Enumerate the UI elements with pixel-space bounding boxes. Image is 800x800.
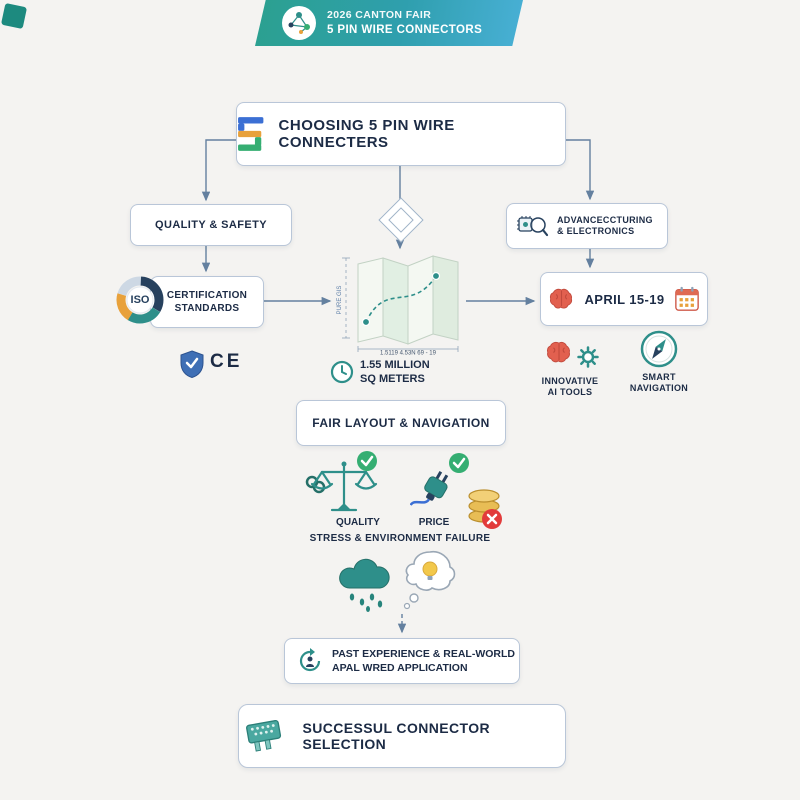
quality-label: QUALITY xyxy=(336,517,380,528)
quality-safety-box: QUALITY & SAFETY xyxy=(130,204,292,246)
map-scale-label: 1.5119 4.53N 69 - 19 xyxy=(380,351,437,356)
ai-brain-icon xyxy=(546,341,570,363)
ai-tools-line2: AI TOOLS xyxy=(547,387,593,397)
chip-magnifier-icon xyxy=(517,216,549,237)
certification-label: CERTIFICATION STANDARDS xyxy=(167,289,247,315)
fairground-map-icon: PURE GIS 1.5119 4.53N 69 - 19 xyxy=(337,255,459,356)
experience-cycle-icon xyxy=(299,648,321,672)
experience-label: PAST EXPERIENCE & REAL-WORLD APAL WRED A… xyxy=(332,647,515,675)
dates-label: APRIL 15-19 xyxy=(584,291,665,307)
storm-cloud-icon xyxy=(339,558,390,612)
advanced-line1: ADVANCECCTURING xyxy=(557,215,653,225)
ai-tools-line1: INNOVATIVE xyxy=(541,376,599,386)
brain-icon xyxy=(550,288,573,309)
area-line1: 1.55 MILLION xyxy=(360,359,430,371)
smart-nav-line2: NAVIGATION xyxy=(629,383,689,393)
molecule-icon xyxy=(282,6,316,40)
balance-scale-icon xyxy=(305,461,378,512)
header-text: 2026 CANTON FAIR 5 PIN WIRE CONNECTORS xyxy=(327,8,482,38)
quality-check-icon xyxy=(357,451,377,471)
header-ribbon: 2026 CANTON FAIR 5 PIN WIRE CONNECTORS xyxy=(255,0,523,46)
advanced-line2: & ELECTRONICS xyxy=(557,226,635,236)
fair-layout-label: FAIR LAYOUT & NAVIGATION xyxy=(312,416,490,430)
experience-box: PAST EXPERIENCE & REAL-WORLD APAL WRED A… xyxy=(284,638,520,684)
certification-line1: CERTIFICATION xyxy=(166,290,248,301)
plug-icon xyxy=(410,470,449,506)
experience-line2: APAL WRED APPLICATION xyxy=(332,662,468,674)
smart-nav-line1: SMART xyxy=(642,372,676,382)
certification-box: CERTIFICATION STANDARDS xyxy=(150,276,264,328)
fail-x-icon xyxy=(482,509,502,529)
iso-badge-icon xyxy=(116,276,164,324)
ai-tools-label: INNOVATIVE AI TOOLS xyxy=(532,376,608,398)
experience-line1: PAST EXPERIENCE & REAL-WORLD xyxy=(332,648,515,660)
dates-box: APRIL 15-19 xyxy=(540,272,708,326)
header-line2: 5 PIN WIRE CONNECTORS xyxy=(327,24,483,36)
five-logo-icon xyxy=(238,117,264,151)
calendar-icon xyxy=(674,286,699,311)
gear-icon xyxy=(577,346,599,368)
advanced-electronics-box: ADVANCECCTURING & ELECTRONICS xyxy=(506,203,668,249)
price-check-icon xyxy=(449,453,469,473)
certification-line2: STANDARDS xyxy=(174,303,240,314)
shield-check-icon xyxy=(180,350,204,378)
stress-label: STRESS & ENVIRONMENT FAILURE xyxy=(309,533,491,544)
success-label: SUCCESSUL CONNECTOR SELECTION xyxy=(302,720,491,752)
ce-mark-label: CE xyxy=(210,351,243,372)
quality-safety-label: QUALITY & SAFETY xyxy=(155,219,267,231)
area-label: 1.55 MILLION SQ METERS xyxy=(360,358,430,386)
area-line2: SQ METERS xyxy=(360,373,425,385)
corner-accent-shape xyxy=(0,2,28,30)
compass-icon xyxy=(640,330,678,368)
iso-label: ISO xyxy=(130,294,150,306)
main-title-box: CHOOSING 5 PIN WIRE CONNECTERS xyxy=(236,102,566,166)
page-title: CHOOSING 5 PIN WIRE CONNECTERS xyxy=(278,117,455,151)
smart-nav-label: SMART NAVIGATION xyxy=(622,372,696,394)
price-label: PRICE xyxy=(418,517,450,528)
map-side-label: PURE GIS xyxy=(337,286,343,315)
clock-icon xyxy=(330,360,354,384)
header-line1: 2026 CANTON FAIR xyxy=(327,9,432,21)
connector-icon xyxy=(246,719,282,752)
fair-layout-box: FAIR LAYOUT & NAVIGATION xyxy=(296,400,506,446)
success-box: SUCCESSUL CONNECTOR SELECTION xyxy=(238,704,566,768)
idea-bubble-icon xyxy=(403,550,456,610)
advanced-electronics-label: ADVANCECCTURING & ELECTRONICS xyxy=(557,215,653,237)
